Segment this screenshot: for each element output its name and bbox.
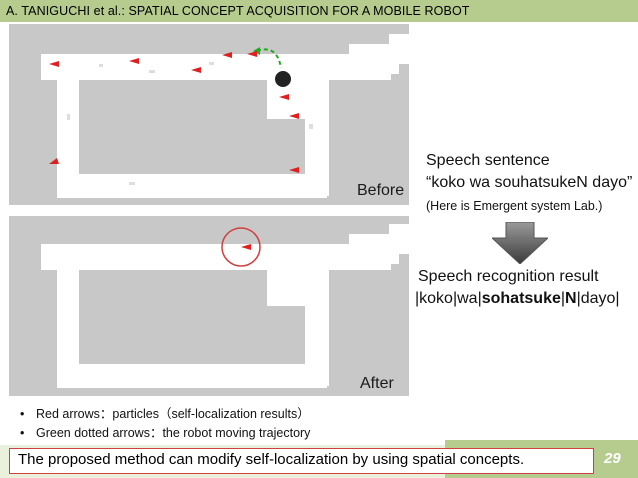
after-label: After bbox=[360, 375, 394, 392]
header-bar: A. TANIGUCHI et al.: SPATIAL CONCEPT ACQ… bbox=[0, 0, 638, 22]
robot-icon bbox=[275, 71, 291, 87]
speech-sentence-heading: Speech sentence bbox=[426, 152, 550, 169]
conclusion-callout: The proposed method can modify self-loca… bbox=[9, 448, 594, 474]
trajectory-arrow bbox=[256, 48, 282, 69]
down-arrow-icon bbox=[492, 222, 548, 264]
legend-bullets: Red arrows：particles（self-localization r… bbox=[20, 405, 310, 443]
slide-title: A. TANIGUCHI et al.: SPATIAL CONCEPT ACQ… bbox=[6, 4, 470, 18]
bullet-green-arrows: Green dotted arrows：the robot moving tra… bbox=[20, 424, 310, 443]
particle-after bbox=[241, 244, 251, 250]
page-number: 29 bbox=[604, 450, 621, 467]
before-label: Before bbox=[357, 182, 405, 199]
speech-sentence-text: “koko wa souhatsukeN dayo” bbox=[426, 174, 633, 191]
map-after bbox=[9, 216, 409, 396]
map-before-drawing bbox=[41, 34, 409, 198]
bullet-red-arrows: Red arrows：particles（self-localization r… bbox=[20, 405, 310, 424]
recognition-heading: Speech recognition result bbox=[418, 268, 599, 285]
map-after-drawing bbox=[41, 224, 409, 388]
particles-before bbox=[49, 51, 299, 173]
map-before bbox=[9, 24, 409, 205]
speech-translation: (Here is Emergent system Lab.) bbox=[426, 199, 603, 213]
highlight-circle bbox=[221, 227, 261, 267]
recognition-result: |koko|wa|sohatsuke|N|dayo| bbox=[415, 290, 620, 307]
